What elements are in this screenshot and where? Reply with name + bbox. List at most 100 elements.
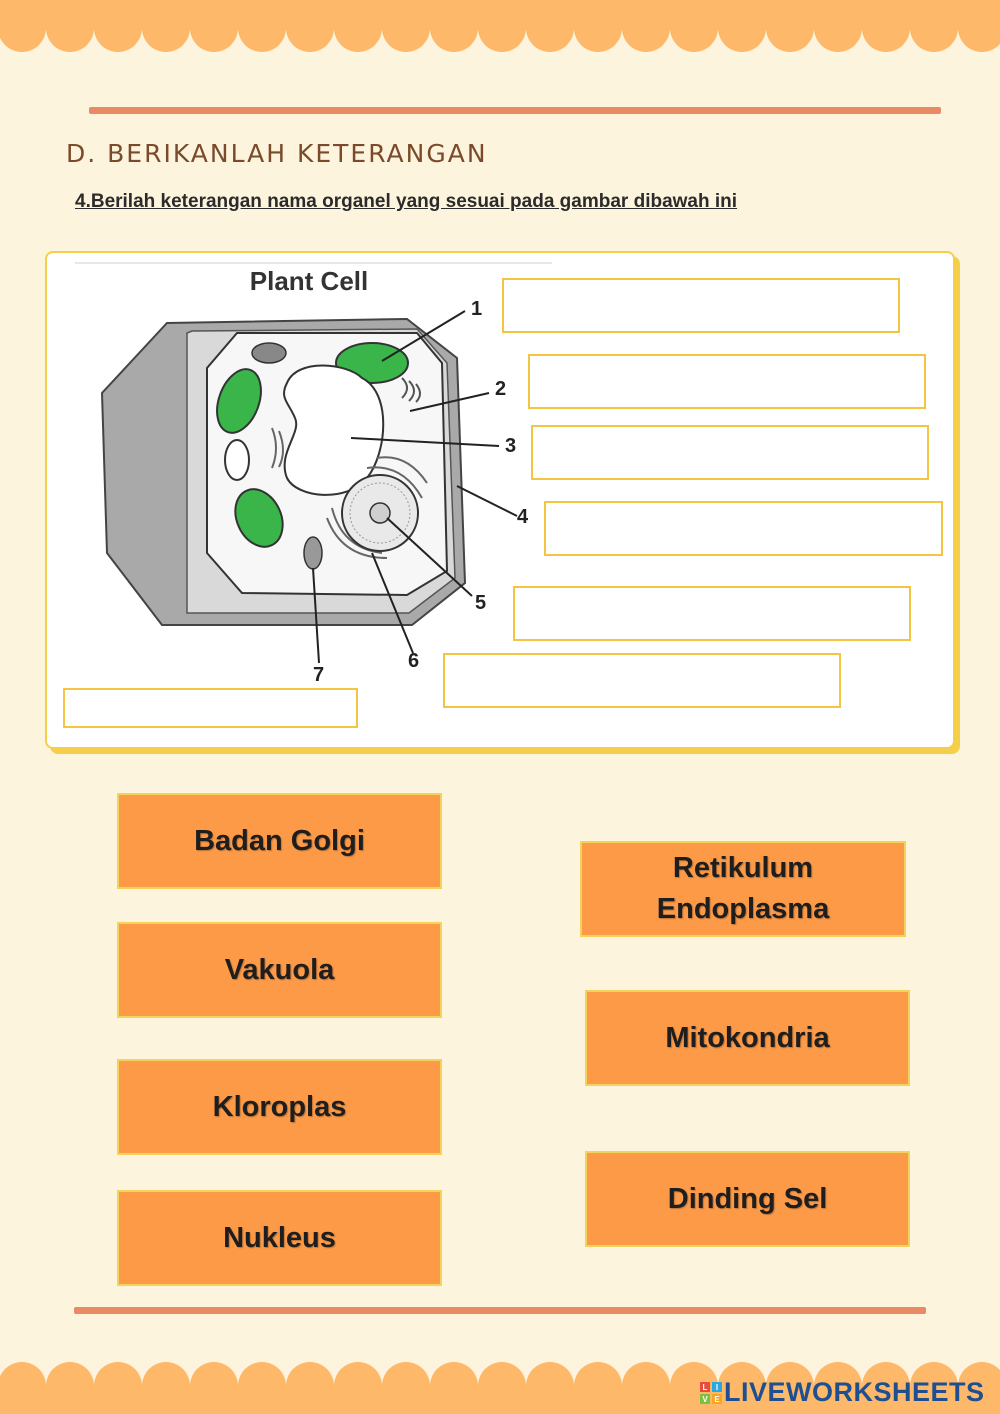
central-vacuole-shape: [283, 364, 385, 496]
label-card-vakuola[interactable]: Vakuola: [117, 922, 442, 1018]
label-card-kloroplas[interactable]: Kloroplas: [117, 1059, 442, 1155]
scallop-wave: [430, 1362, 478, 1410]
logo-letter: L: [703, 1383, 708, 1392]
scallop-wave: [526, 4, 574, 52]
scallop-wave: [238, 1362, 286, 1410]
plant-cell-diagram: Plant Cell: [75, 262, 552, 686]
scallop-wave: [814, 1362, 862, 1410]
callout-number: 2: [495, 378, 506, 400]
scallop-wave: [526, 1362, 574, 1410]
liveworksheets-logo-icon: L I V E: [700, 1381, 722, 1404]
scallop-wave: [574, 4, 622, 52]
logo-letter: E: [714, 1395, 720, 1404]
liveworksheets-watermark: L I V E LIVEWORKSHEETS: [700, 1377, 985, 1408]
label-text: Vakuola: [224, 953, 335, 986]
scallop-wave: [958, 1362, 1000, 1410]
scallop-wave: [190, 1362, 238, 1410]
label-text: Nukleus: [223, 1221, 336, 1254]
label-card-badan-golgi[interactable]: Badan Golgi: [117, 793, 442, 889]
scallop-wave: [910, 4, 958, 52]
watermark-text: LIVEWORKSHEETS: [724, 1377, 985, 1407]
diagram-panel: Plant Cell: [45, 251, 955, 749]
scallop-wave: [46, 4, 94, 52]
scallop-wave: [478, 4, 526, 52]
answer-input-5[interactable]: [515, 588, 909, 639]
logo-letter: V: [702, 1395, 708, 1404]
scallop-wave: [718, 4, 766, 52]
scallop-wave: [334, 4, 382, 52]
scallop-wave: [766, 1362, 814, 1410]
golgi-shape: [401, 377, 421, 403]
label-card-nukleus[interactable]: Nukleus: [117, 1190, 442, 1286]
scallop-wave: [622, 1362, 670, 1410]
scallop-wave: [574, 1362, 622, 1410]
small-vacuole-shape: [224, 439, 250, 481]
nucleolus-shape: [369, 502, 391, 524]
label-text: Mitokondria: [665, 1021, 830, 1054]
label-card-dinding-sel[interactable]: Dinding Sel: [585, 1151, 910, 1247]
scallop-wave: [430, 4, 478, 52]
scallop-wave: [142, 4, 190, 52]
scallop-wave: [142, 1362, 190, 1410]
answer-input-4[interactable]: [546, 503, 941, 554]
callout-number: 3: [505, 435, 516, 457]
chloroplast-shape: [234, 488, 284, 548]
scallop-wave: [718, 1362, 766, 1410]
scallop-wave: [94, 4, 142, 52]
scallop-wave: [766, 4, 814, 52]
answer-box-5: [513, 586, 911, 641]
bottom-divider: [74, 1307, 926, 1314]
scallop-wave: [334, 1362, 382, 1410]
answer-box-7: [63, 688, 358, 728]
label-card-retikulum-endoplasma[interactable]: Retikulum Endoplasma: [580, 841, 906, 937]
answer-input-6[interactable]: [445, 655, 839, 706]
mitochondrion-shape: [303, 536, 323, 570]
callout-number: 4: [517, 506, 529, 528]
chloroplast-shape: [216, 368, 262, 434]
section-title: D. BERIKANLAH KETERANGAN: [66, 139, 488, 168]
scallop-wave: [382, 4, 430, 52]
label-text: Retikulum Endoplasma: [656, 852, 830, 925]
callout-number: 6: [408, 650, 419, 672]
nuclear-envelope-shape: [349, 482, 411, 544]
scallop-wave: [910, 1362, 958, 1410]
scallop-wave: [670, 4, 718, 52]
answer-box-1: [502, 278, 900, 333]
scallop-wave: [286, 1362, 334, 1410]
scallop-wave: [94, 1362, 142, 1410]
scallop-wave: [238, 4, 286, 52]
scallop-wave: [814, 4, 862, 52]
scallop-wave: [958, 4, 1000, 52]
scallop-wave: [382, 1362, 430, 1410]
label-text: Kloroplas: [212, 1090, 347, 1123]
top-divider: [89, 107, 941, 114]
answer-input-1[interactable]: [504, 280, 898, 331]
rough-er-shape: [326, 456, 428, 559]
label-text: Dinding Sel: [667, 1182, 828, 1215]
callout-number: 1: [471, 298, 482, 320]
answer-box-6: [443, 653, 841, 708]
callout-number: 5: [475, 592, 486, 614]
scallop-wave: [0, 1362, 46, 1410]
answer-input-7[interactable]: [65, 690, 356, 726]
answer-box-2: [528, 354, 926, 409]
er-shape: [271, 427, 284, 469]
scallop-wave: [0, 4, 46, 52]
scallop-bottom-border: [0, 1362, 1000, 1414]
scallop-wave: [46, 1362, 94, 1410]
scallop-wave: [286, 4, 334, 52]
callout-number: 7: [313, 664, 324, 686]
diagram-title: Plant Cell: [250, 266, 368, 296]
callout-lines: [312, 310, 518, 664]
answer-input-2[interactable]: [530, 356, 924, 407]
label-card-mitokondria[interactable]: Mitokondria: [585, 990, 910, 1086]
scallop-wave: [478, 1362, 526, 1410]
instruction-text: 4.Berilah keterangan nama organel yang s…: [75, 191, 738, 212]
scallop-top-border: [0, 0, 1000, 52]
mitochondrion-shape: [251, 342, 287, 364]
scallop-wave: [862, 1362, 910, 1410]
answer-input-3[interactable]: [533, 427, 927, 478]
scallop-wave: [190, 4, 238, 52]
answer-box-4: [544, 501, 943, 556]
scallop-wave: [862, 4, 910, 52]
